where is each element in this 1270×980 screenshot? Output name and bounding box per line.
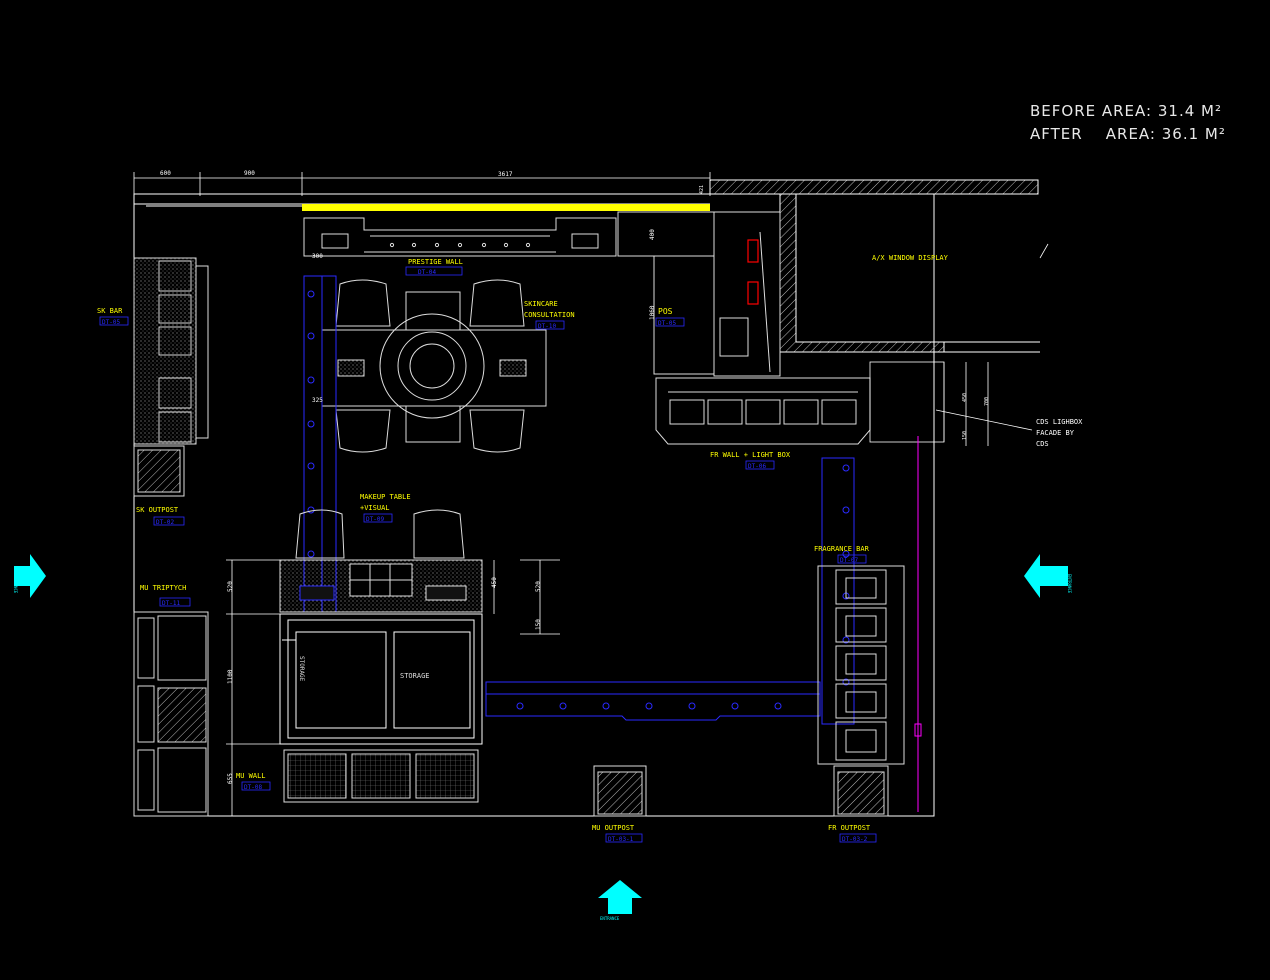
skincare-consultation-table [321,291,547,443]
makeup-chairs [295,509,465,559]
mu-outpost-label: MU OUTPOST [592,824,635,832]
pos-code: DT-05 [658,320,676,327]
entrance-arrow-left-icon [14,554,46,598]
dim-1060: 1060 [649,305,656,320]
dim-450-cds: 450 [962,393,968,402]
dim-300: 300 [312,253,323,260]
fragrance-bar-unit [817,565,905,765]
cds-label-2: FACADE BY [1036,429,1075,437]
storage-vertical-label: STORAGE [298,656,305,682]
mu-wall-label: MU WALL [236,772,266,780]
entrance-right-label: ENTRANCE [1067,574,1072,594]
window-display-label: A/X WINDOW DISPLAY [872,254,949,262]
dim-450: 450 [491,577,498,588]
fragrance-bar-label: FRAGRANCE BAR [814,545,870,553]
consultation-label: CONSULTATION [524,311,575,319]
fr-wall-unit [655,377,871,445]
skincare-label: SKINCARE [524,300,558,308]
sk-outpost-code: DT-02 [156,519,174,526]
dim-150: 150 [535,619,542,630]
mu-triptych-label: MU TRIPTYCH [140,584,186,592]
makeup-table-code: DT-09 [366,516,384,523]
dim-1100: 1100 [227,669,234,684]
sk-bar-label: SK BAR [97,307,123,315]
cds-label-1: CDS LIGHBOX [1036,418,1083,426]
mu-outpost-code: DT-03-1 [608,836,634,843]
dim-421: 421 [699,185,705,194]
entrance-arrow-bottom-icon [598,880,642,914]
skincare-code: DT-10 [538,323,556,330]
dim-400: 400 [649,229,656,240]
prestige-highlight-band [302,204,710,211]
prestige-wall-label: PRESTIGE WALL [408,258,463,266]
fr-wall-label: FR WALL + LIGHT BOX [710,451,791,459]
mu-triptych-code: DT-11 [162,600,180,607]
red-fixture-top [747,239,759,263]
before-area-text: BEFORE AREA: 31.4 M² [1030,102,1222,120]
entrance-left-label: ENTRANCE [13,574,18,594]
fr-outpost-code: DT-03-2 [842,836,868,843]
fr-outpost-label: FR OUTPOST [828,824,871,832]
mu-wall-code: DT-08 [244,784,262,791]
sk-bar-unit [133,257,209,445]
mu-wall-unit [283,749,479,803]
entrance-bottom-label: ENTRANCE [600,916,620,921]
fr-wall-code: DT-06 [748,463,766,470]
magenta-conduit [914,436,922,812]
fragrance-lighting-track [821,457,855,725]
dim-655: 655 [227,773,234,784]
makeup-table-label: MAKEUP TABLE [360,493,411,501]
sk-bar-code: DT-05 [102,319,120,326]
pos-label: POS [658,307,673,316]
sk-outpost-unit [133,445,185,497]
top-dimension-chain [133,172,711,196]
dim-520-left: 520 [227,581,234,592]
mu-outpost-unit [593,765,647,817]
consultation-chairs [335,279,525,453]
cds-lightbox [869,361,1033,446]
dim-900: 900 [244,170,255,177]
window-break-line [1039,243,1049,259]
dim-325: 325 [312,397,323,404]
red-fixture-bottom [747,281,759,305]
prestige-wall-code: DT-04 [418,269,436,276]
mu-triptych-unit [133,611,209,817]
makeup-table-unit [279,559,483,613]
fr-outpost-unit [833,765,889,817]
dim-3617: 3617 [498,171,513,178]
prestige-wall-unit [303,217,617,257]
cds-label-3: CDS [1036,440,1049,448]
dim-150-cds: 150 [962,431,968,440]
fragrance-bar-code: DT-07 [840,557,858,564]
makeup-visual-label: +VISUAL [360,504,390,512]
dim-600: 600 [160,170,171,177]
sk-outpost-label: SK OUTPOST [136,506,179,514]
entrance-arrow-right-icon [1024,554,1068,598]
pos-unit [617,211,781,377]
makeup-dimensions [226,559,560,816]
after-area-text: AFTER AREA: 36.1 M² [1030,125,1226,143]
dim-700-cds: 700 [984,397,990,406]
area-summary: BEFORE AREA: 31.4 M² AFTER AREA: 36.1 M² [1030,100,1226,146]
storage-block [279,613,483,745]
lighting-track-horizontal [485,681,821,721]
dim-520-right: 520 [535,581,542,592]
storage-label: STORAGE [400,672,430,680]
